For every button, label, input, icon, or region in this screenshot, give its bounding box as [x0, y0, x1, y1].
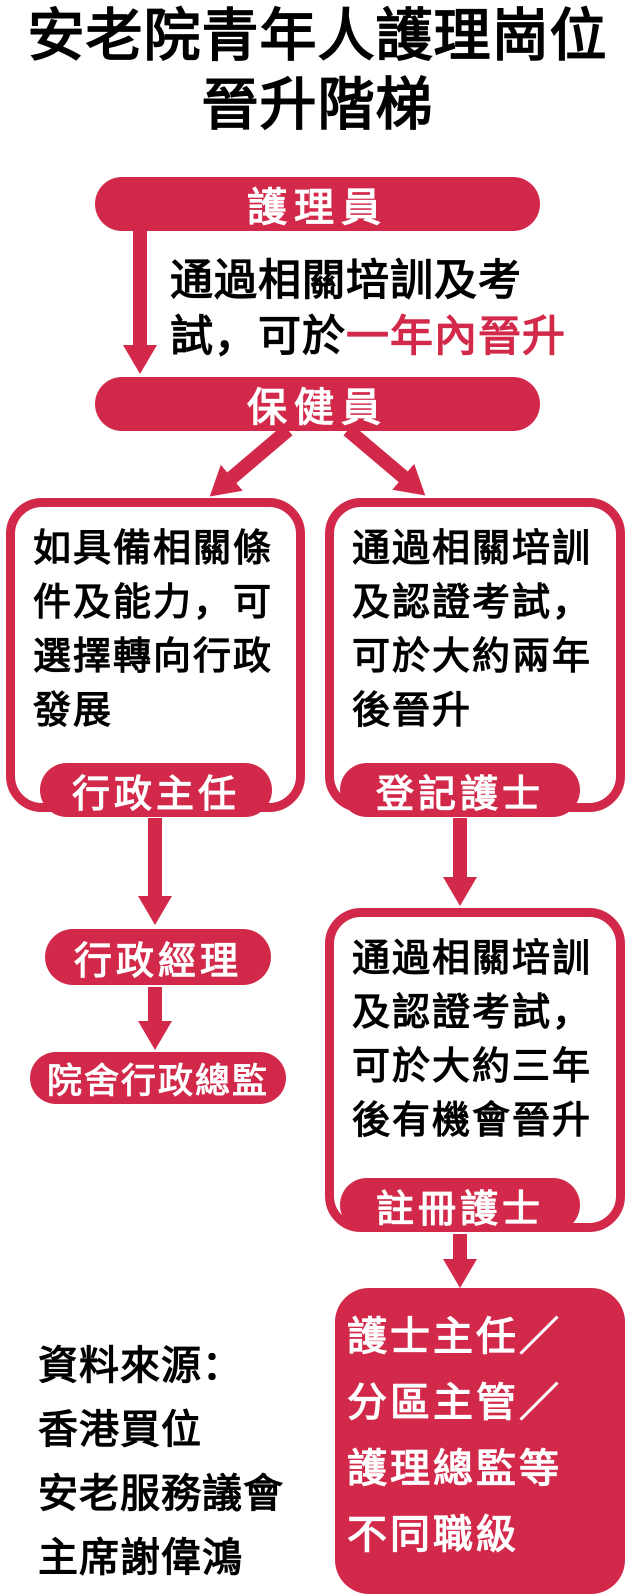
admin-path-text: 如具備相關條 件及能力，可 選擇轉向行政 發展 [33, 528, 274, 732]
final-ranks-text: 護士主任／ 分區主管／ 護理總監等 不同職級 [347, 1314, 562, 1557]
node-enrolled-nurse: 登記護士 [340, 763, 580, 817]
node-admin-manager: 行政經理 [45, 929, 271, 985]
page-title-line2: 晉升階梯 [201, 74, 434, 137]
source-note: 資料來源： 香港買位 安老服務議會 主席謝偉鴻 [38, 1343, 284, 1580]
node-registered-nurse: 註冊護士 [340, 1178, 580, 1232]
page-title: 安老院青年人護理崗位 晉升階梯 [0, 2, 635, 140]
page-title-line1: 安老院青年人護理崗位 [27, 5, 608, 68]
arrow-health-to-enrolled-box [343, 424, 426, 496]
enrolled-nurse-text: 通過相關培訓 及認證考試， 可於大約兩年 後晉升 [352, 528, 593, 732]
admin-path-box: 如具備相關條 件及能力，可 選擇轉向行政 發展 [6, 498, 305, 812]
enrolled-nurse-box: 通過相關培訓 及認證考試， 可於大約兩年 後晉升 [325, 498, 625, 812]
node-admin-director: 院舍行政總監 [30, 1052, 286, 1104]
arrow-health-to-admin-box [209, 424, 293, 497]
node-admin-officer: 行政主任 [40, 763, 272, 817]
promotion-note-1-red: 一年內晉升 [346, 314, 566, 361]
promotion-note-1-black: 通過相關培訓及考 試，可於 [170, 258, 522, 361]
final-ranks-box: 護士主任／ 分區主管／ 護理總監等 不同職級 [335, 1288, 625, 1594]
registered-nurse-text: 通過相關培訓 及認證考試， 可於大約三年 後有機會晉升 [352, 938, 593, 1142]
node-care-worker: 護理員 [95, 177, 540, 231]
node-health-worker: 保健員 [95, 377, 540, 431]
promotion-note-1: 通過相關培訓及考 試，可於一年內晉升 [170, 254, 600, 366]
